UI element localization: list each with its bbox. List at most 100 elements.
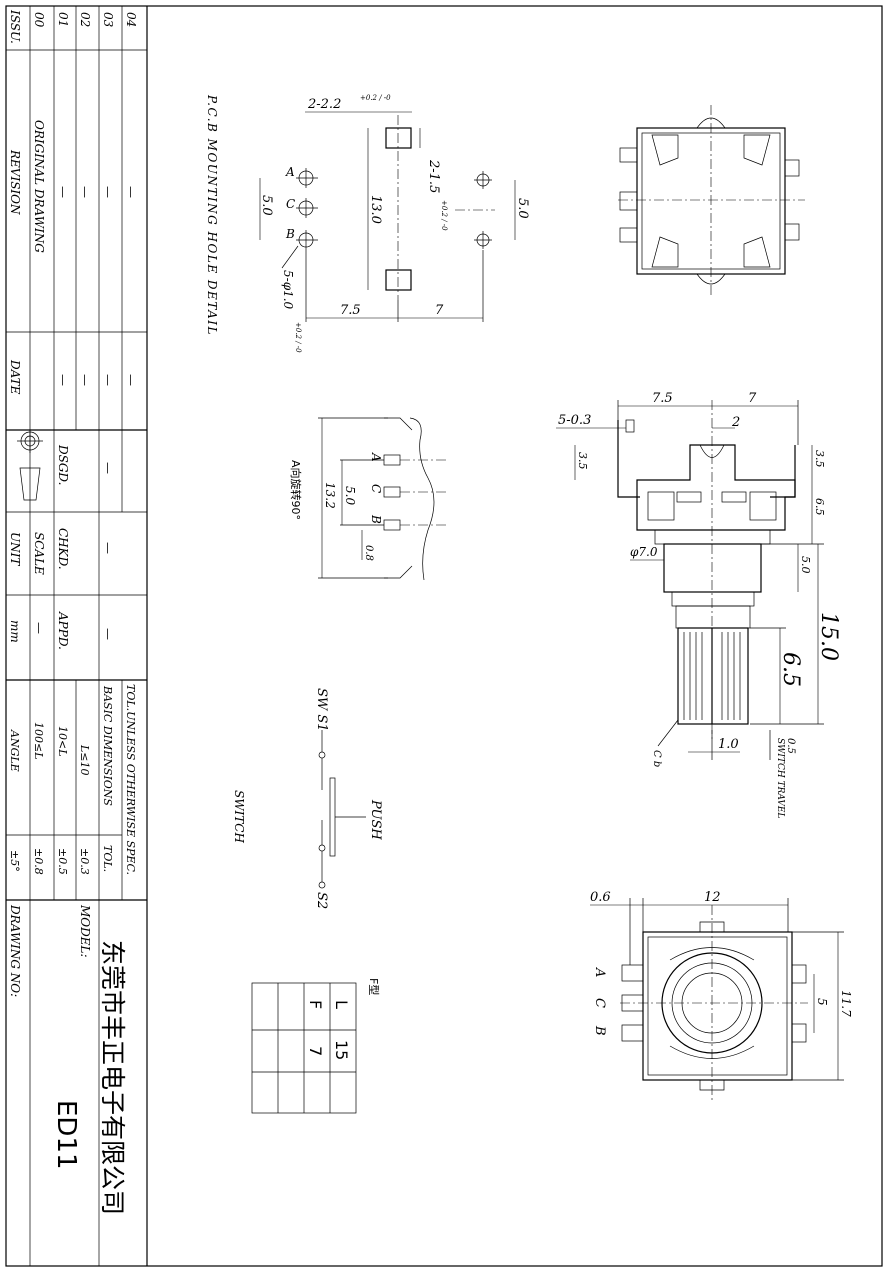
chkd-label: CHKD. [56,528,70,570]
rev-date: — [56,374,70,386]
issu-header: ISSU. [8,9,22,44]
dim-7: 7 [435,303,444,318]
f-table-cell: L [332,1000,351,1009]
rev-desc: ORIGINAL DRAWING [32,120,46,253]
rev-no: 02 [78,12,92,27]
tol-range: ANGLE [8,729,21,772]
pin-a-label: A [285,165,295,179]
dim-0-8: 0.8 [363,545,374,561]
dim-7: 7 [748,391,757,406]
tol-value: ±0.3 [78,848,91,875]
switch-schematic: SWITCH SW S1 PUSH S2 [232,688,383,909]
basic-dim-label: BASIC DIMENSIONS [101,685,114,806]
model-number: ED11 [51,1100,81,1170]
cb-label: C b [651,750,662,767]
dim-slot-w: 2-1.5 [426,159,441,193]
dim-13-2: 13.2 [323,482,337,509]
dim-5: 5 [815,998,829,1006]
scale-label: SCALE [32,532,46,575]
dim-12: 12 [704,890,721,905]
pcb-mounting-detail: P.C.B MOUNTING HOLE DETAIL 2-2.2 +0.2 / … [205,94,530,353]
holes-tol: +0.2 / -0 [294,322,302,353]
dim-2: 2 [731,415,740,430]
rotation-note: A向旋转90° [289,460,303,520]
dim-5-0: 5.0 [799,556,812,574]
f-table-cell: 7 [306,1046,325,1056]
pin-b-label: B [285,227,295,241]
dim-13: 13.0 [368,195,383,224]
top-view [618,105,805,295]
unit-label: UNIT [8,532,22,566]
dsgd-label: DSGD. [56,444,70,485]
dim-phi-7: φ7.0 [630,545,658,559]
dim-11-7: 11.7 [839,990,853,1017]
tol-value: ±0.8 [32,848,45,875]
terminal-view: 13.2 5.0 0.8 A C B A向旋转90° [289,417,448,581]
pin-b-label: B [592,1025,607,1036]
dim-7-5: 7.5 [652,391,673,406]
dim-5-0: 5.0 [343,486,357,505]
push-label: PUSH [368,799,383,840]
f-table-title: F型 [367,978,381,995]
chkd-value: — [101,542,115,554]
f-type-table: F型 L 15 F 7 [251,978,381,1114]
dim-slot: 2-2.2 [307,97,341,112]
dim-3-5-left: 3.5 [576,452,589,470]
f-table-cell: F [306,1000,325,1009]
pin-c-label: C [592,998,607,1008]
bottom-view: 0.6 12 11.7 5 A C B [590,890,853,1100]
tol-header: TOL.UNLESS OTHERWISE SPEC. [124,684,137,875]
rev-desc: — [124,186,138,198]
pcb-detail-title: P.C.B MOUNTING HOLE DETAIL [205,94,219,336]
company-name: 东莞市丰正电子有限公司 [98,940,127,1215]
pin-c-label: C [369,484,383,493]
tol-range: 10<L [56,726,69,757]
pin-a-label: A [369,452,383,462]
sw-s1-label: SW S1 [314,688,329,732]
dim-15-0: 15.0 [816,612,841,661]
dim-1-0: 1.0 [718,737,739,752]
tol-value: ±0.5 [56,848,69,875]
rev-no: 04 [124,12,138,27]
rev-desc: — [56,186,70,198]
date-header: DATE [8,359,22,395]
title-block: ISSU. REVISION DATE 00 01 02 03 04 ORIGI… [6,6,148,1266]
rev-date: — [78,374,92,386]
drawing-no-label: DRAWING NO: [8,904,22,997]
projection-symbol-icon [17,430,43,501]
rev-date: — [101,374,115,386]
switch-travel-label: SWITCH TRAVEL [775,738,785,818]
s2-label: S2 [314,892,329,909]
revision-header: REVISION [8,149,22,215]
pin-a-label: A [592,967,607,977]
dim-7-5: 7.5 [340,303,361,318]
dim-slot-w-tol: +0.2 / -0 [440,200,448,231]
unit-value: mm [8,620,22,643]
dim-0-5: 0.5 [785,738,796,754]
rev-date: — [124,374,138,386]
pin-c-label: C [286,197,295,211]
switch-title: SWITCH [232,790,246,843]
tol-range: 100≤L [32,722,45,760]
dim-5-0-3: 5-0.3 [558,413,591,428]
tol-label: TOL. [101,845,114,872]
rev-no: 03 [101,12,115,28]
sheet-border [5,5,883,1267]
rev-desc: — [78,186,92,198]
tol-range: L≤10 [78,744,91,776]
dim-slot-tol: +0.2 / -0 [360,94,391,102]
f-table-cell: 15 [332,1040,351,1060]
dim-5-left: 5.0 [259,195,274,216]
holes-dim: 5-φ1.0 [281,270,295,310]
rev-no: 00 [32,12,46,28]
dim-5-right: 5.0 [515,198,530,219]
dim-3-5-right: 3.5 [813,450,826,468]
side-view: 7.5 7 2 5-0.3 3.5 3.5 6.5 φ7.0 5.0 15.0 … [556,391,841,818]
rev-desc: — [101,186,115,198]
appd-label: APPD. [56,611,70,650]
pin-b-label: B [369,514,383,524]
rev-no: 01 [56,12,70,27]
tol-value: ±5° [8,850,21,872]
model-label: MODEL: [78,904,92,958]
